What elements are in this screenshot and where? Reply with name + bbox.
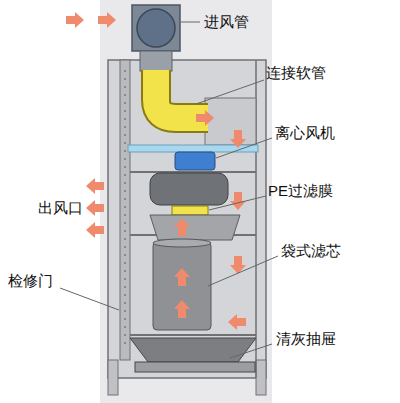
airflow-arrow (228, 314, 246, 330)
leader-line (209, 196, 266, 210)
bag-filter (153, 242, 211, 330)
part-label: 出风口 (38, 199, 83, 217)
part-label: 离心风机 (275, 124, 335, 142)
inlet-box (132, 5, 180, 51)
airflow-arrow (98, 12, 116, 28)
frame-leg (256, 360, 266, 395)
hopper (130, 338, 256, 362)
filter-housing (150, 215, 240, 240)
bag-filter-top (153, 239, 211, 247)
inlet-collar (140, 51, 172, 71)
airflow-arrow (174, 218, 190, 236)
airflow-arrow (230, 130, 246, 148)
connection-box (205, 98, 256, 145)
flexible-hose-outline (156, 70, 208, 118)
part-label: 清灰抽屉 (276, 330, 336, 348)
airflow-arrow (86, 222, 104, 238)
leader-lines (60, 22, 278, 358)
leader-line (216, 138, 272, 158)
door-hinges (125, 70, 126, 350)
airflow-arrow (174, 268, 190, 286)
airflow-arrow (196, 110, 214, 126)
flexible-hose (156, 70, 208, 118)
part-label: 检修门 (8, 272, 53, 290)
cabinet-frame (108, 60, 266, 378)
fan-housing (150, 173, 228, 205)
leader-line (208, 256, 278, 286)
airflow-arrow (66, 12, 84, 28)
airflow-arrow (230, 256, 246, 274)
part-label: PE过滤膜 (268, 182, 333, 200)
dust-drawer (135, 362, 255, 372)
frame-shelf (130, 334, 256, 336)
airflow-arrows (66, 12, 246, 330)
fan-motor (175, 152, 215, 170)
frame-leg (108, 360, 118, 395)
leader-line (181, 22, 200, 23)
inlet-duct (137, 9, 175, 47)
airflow-arrow (174, 300, 190, 318)
leader-line (230, 344, 272, 358)
leader-line (196, 80, 264, 104)
leader-line (60, 288, 119, 310)
airflow-arrow (86, 178, 104, 194)
part-label: 进风管 (204, 13, 249, 31)
pe-film (172, 206, 208, 215)
part-label: 连接软管 (266, 64, 326, 82)
access-door (120, 60, 130, 360)
background-panel (100, 0, 272, 403)
part-label: 袋式滤芯 (281, 242, 341, 260)
airflow-arrow (86, 200, 104, 216)
